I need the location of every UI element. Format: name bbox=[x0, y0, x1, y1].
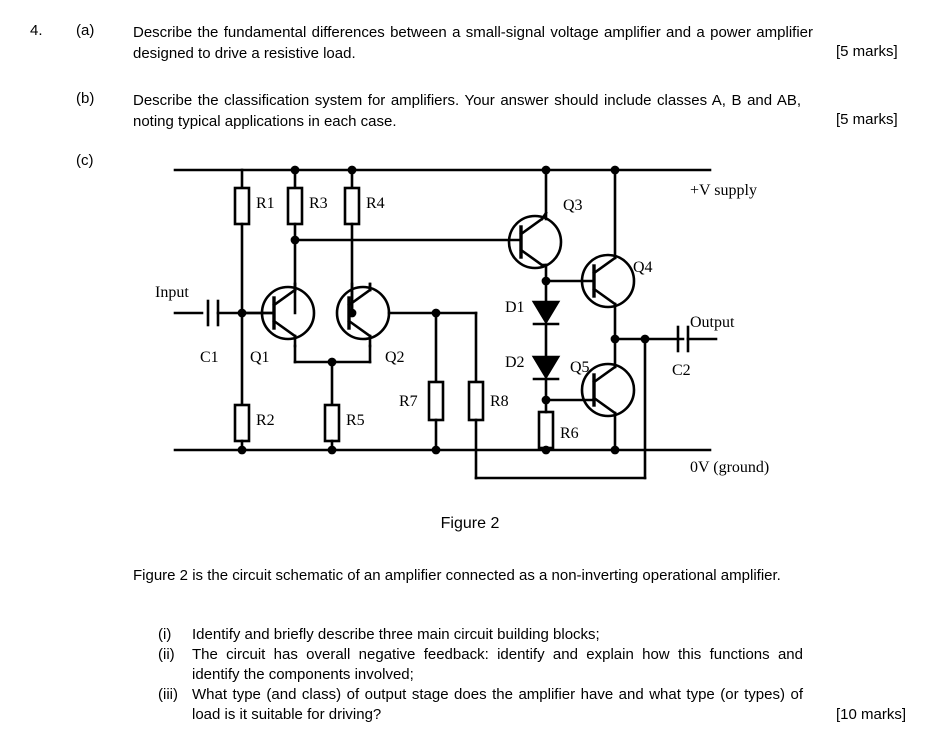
label-Q2: Q2 bbox=[385, 349, 405, 366]
label-C2: C2 bbox=[672, 362, 691, 379]
label-R1: R1 bbox=[256, 195, 275, 212]
label-Q5: Q5 bbox=[570, 359, 590, 376]
label-output: Output bbox=[690, 314, 735, 331]
circuit-svg: R1 R2 R3 R4 R5 R6 R7 R8 C1 C2 Q1 Q2 Q3 Q… bbox=[155, 165, 769, 480]
part-a-marks: [5 marks] bbox=[836, 43, 898, 60]
diode-D1-body bbox=[531, 300, 561, 325]
part-b-label: (b) bbox=[76, 90, 95, 107]
label-R6: R6 bbox=[560, 425, 579, 442]
sub-question-ii: (ii) The circuit has overall negative fe… bbox=[158, 645, 803, 685]
sub-question-i-text: Identify and briefly describe three main… bbox=[192, 626, 600, 643]
sub-question-iii-marker: (iii) bbox=[158, 686, 178, 703]
question-number: 4. bbox=[30, 22, 43, 39]
label-R7: R7 bbox=[399, 393, 418, 410]
sub-question-i: (i) Identify and briefly describe three … bbox=[158, 625, 803, 645]
circuit-schematic-figure: R1 R2 R3 R4 R5 R6 R7 R8 C1 C2 Q1 Q2 Q3 Q… bbox=[120, 160, 920, 500]
label-R8: R8 bbox=[490, 393, 509, 410]
sub-question-iii: (iii) What type (and class) of output st… bbox=[158, 685, 803, 725]
sub-question-ii-text: The circuit has overall negative feedbac… bbox=[192, 646, 803, 683]
label-Q1: Q1 bbox=[250, 349, 270, 366]
label-R3: R3 bbox=[309, 195, 328, 212]
label-ground: 0V (ground) bbox=[690, 459, 769, 476]
part-b-marks: [5 marks] bbox=[836, 111, 898, 128]
label-D1: D1 bbox=[505, 299, 525, 316]
label-R4: R4 bbox=[366, 195, 385, 212]
part-a-text: Describe the fundamental differences bet… bbox=[133, 24, 813, 62]
transistor-Q3-envelope bbox=[507, 214, 563, 270]
diode-D2-body bbox=[531, 355, 561, 380]
resistor-R2-body bbox=[233, 403, 251, 443]
final-marks: [10 marks] bbox=[836, 706, 907, 723]
sub-question-iii-text: What type (and class) of output stage do… bbox=[192, 686, 803, 723]
label-D2: D2 bbox=[505, 354, 525, 371]
resistor-R6-body bbox=[537, 410, 555, 450]
resistor-R3-body bbox=[286, 186, 304, 226]
resistor-R1-body bbox=[233, 186, 251, 226]
part-a-label: (a) bbox=[76, 22, 95, 39]
sub-question-ii-marker: (ii) bbox=[158, 646, 175, 663]
label-C1: C1 bbox=[200, 349, 219, 366]
transistor-Q5-envelope bbox=[580, 362, 636, 418]
part-b-text: Describe the classification system for a… bbox=[133, 92, 801, 130]
figure-intro-text: Figure 2 is the circuit schematic of an … bbox=[133, 567, 781, 584]
label-Q3: Q3 bbox=[563, 197, 583, 214]
label-Q4: Q4 bbox=[633, 259, 653, 276]
label-R2: R2 bbox=[256, 412, 275, 429]
sub-question-list: (i) Identify and briefly describe three … bbox=[158, 625, 803, 725]
resistor-R4-body bbox=[343, 186, 361, 226]
resistor-R5-body bbox=[323, 403, 341, 443]
label-positive-supply: +V supply bbox=[690, 182, 757, 199]
resistor-R7-body bbox=[427, 380, 445, 422]
resistor-R8-body bbox=[467, 380, 485, 422]
label-input: Input bbox=[155, 284, 189, 301]
label-R5: R5 bbox=[346, 412, 365, 429]
part-c-label: (c) bbox=[76, 152, 94, 169]
sub-question-i-marker: (i) bbox=[158, 626, 172, 643]
junction-dots bbox=[237, 165, 650, 455]
schematic-labels: R1 R2 R3 R4 R5 R6 R7 R8 C1 C2 Q1 Q2 Q3 Q… bbox=[155, 182, 769, 476]
figure-caption: Figure 2 bbox=[440, 515, 500, 532]
